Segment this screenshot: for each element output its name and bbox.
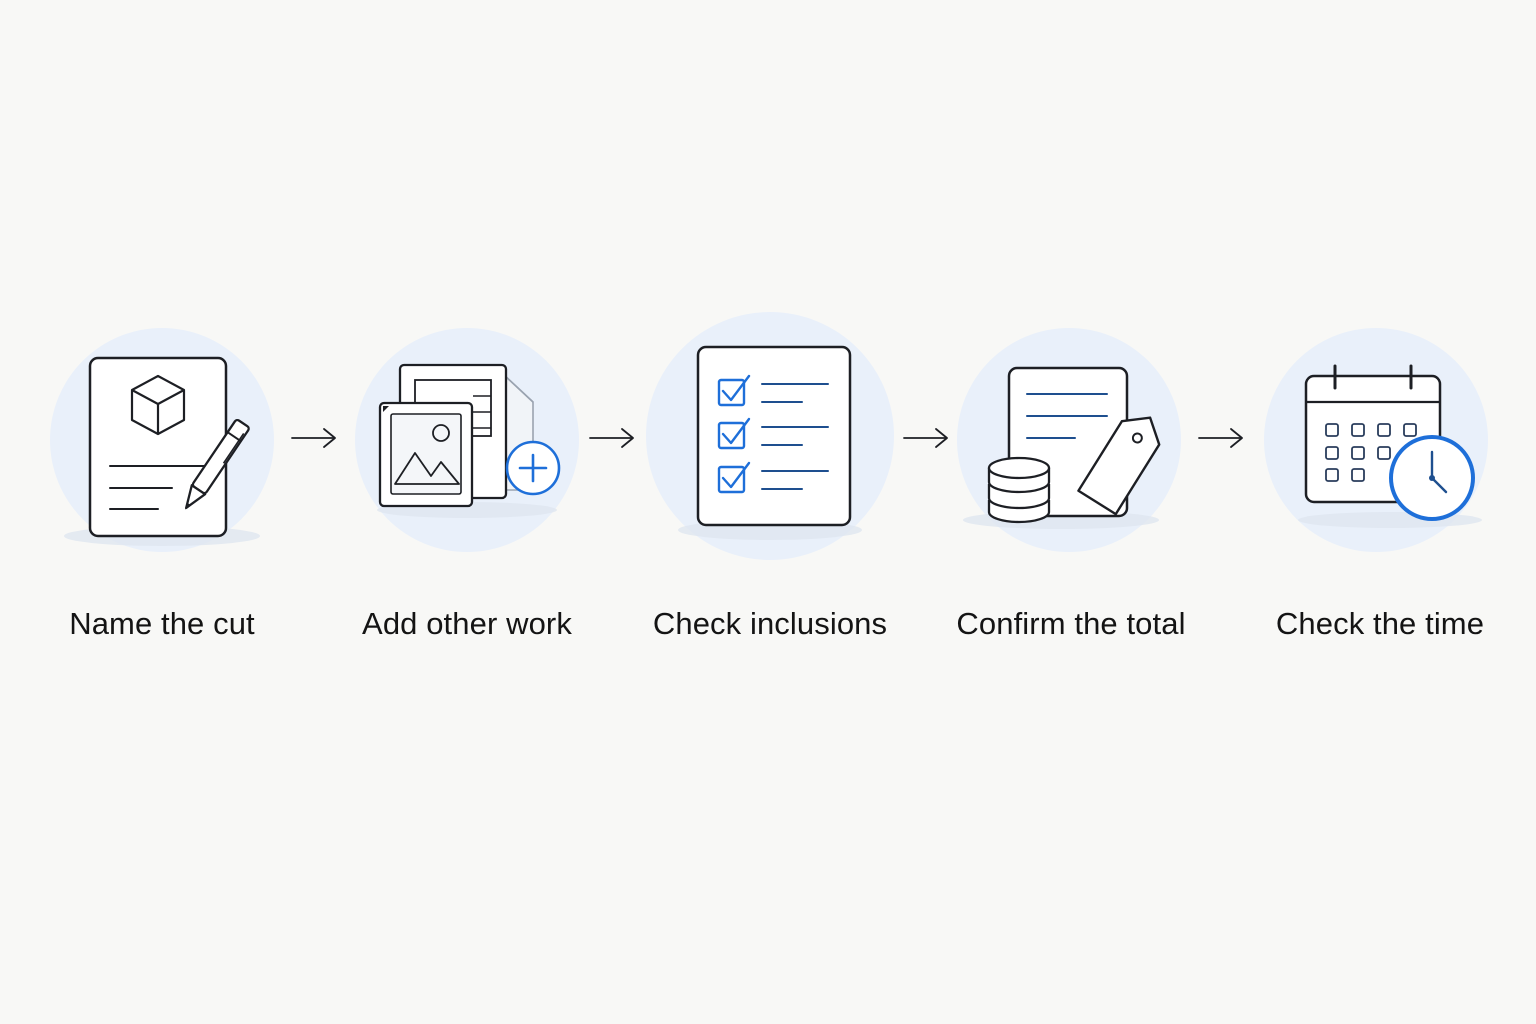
step-label: Check the time [1275, 606, 1485, 641]
step-label: Confirm the total [956, 606, 1186, 641]
arrow-right-icon [903, 428, 948, 448]
calendar-clock-icon [1264, 328, 1488, 552]
step-check-inclusions: Check inclusions [630, 312, 910, 652]
step-check-the-time: Check the time [1240, 312, 1520, 652]
step-label: Name the cut [69, 606, 255, 641]
arrow-right-icon [291, 428, 336, 448]
arrow-right-icon [589, 428, 634, 448]
step-label: Add other work [362, 606, 572, 641]
step-add-other-work: Add other work [327, 312, 607, 652]
arrow-right-icon [1198, 428, 1243, 448]
step-label: Check inclusions [652, 606, 888, 641]
document-coins-tag-icon [957, 328, 1181, 552]
document-cube-pen-icon [50, 328, 274, 552]
checklist-icon [646, 312, 894, 560]
step-confirm-the-total: Confirm the total [931, 312, 1211, 652]
step-name-the-cut: Name the cut [22, 312, 302, 652]
images-add-icon [355, 328, 579, 552]
